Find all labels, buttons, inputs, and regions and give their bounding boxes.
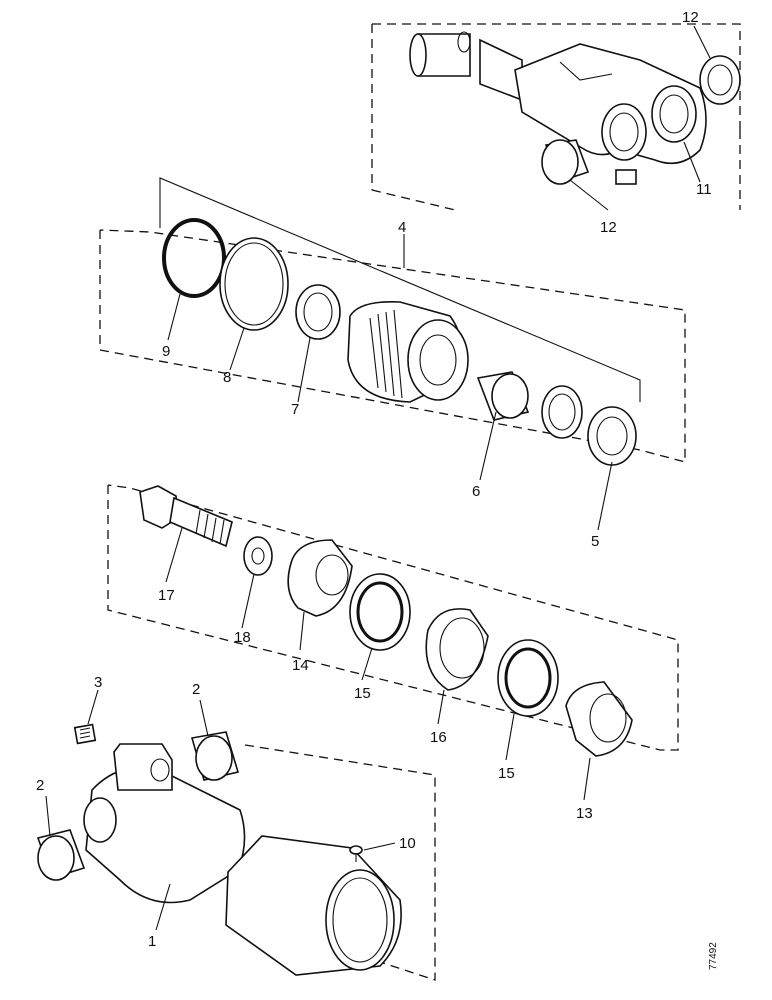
callout-13: 13 <box>576 805 593 822</box>
grub-screw-3 <box>73 723 97 745</box>
bracket-group-4 <box>159 177 641 402</box>
callout-15-right: 15 <box>498 765 515 782</box>
callout-14: 14 <box>292 657 309 674</box>
callout-3: 3 <box>94 674 102 691</box>
callout-17: 17 <box>158 587 175 604</box>
seal-7 <box>295 284 341 340</box>
wiper-ring <box>541 385 583 439</box>
callout-2-right: 2 <box>192 681 200 698</box>
bolt-17 <box>139 485 233 548</box>
cylinder-group-boundary <box>244 744 436 981</box>
bush-6 <box>476 371 530 421</box>
callout-9: 9 <box>162 343 170 360</box>
callout-18: 18 <box>234 629 251 646</box>
seal-5 <box>587 406 637 466</box>
callout-2-left: 2 <box>36 777 44 794</box>
callout-11: 11 <box>696 181 712 198</box>
bleed-screw-10 <box>349 845 363 862</box>
gland-body <box>347 300 469 403</box>
piston-group-boundary <box>107 484 679 751</box>
callout-7: 7 <box>291 401 299 418</box>
callout-12-bottom: 12 <box>600 219 617 236</box>
cylinder-body-1 <box>83 743 402 976</box>
piston-nut-13 <box>565 681 633 757</box>
drawing-reference-number: 77492 <box>708 942 719 970</box>
piston-14 <box>287 539 353 617</box>
callout-4: 4 <box>398 219 406 236</box>
washer-18 <box>243 536 273 576</box>
rod-stub <box>409 31 523 102</box>
group-rod-end <box>371 23 741 211</box>
callout-6: 6 <box>472 483 480 500</box>
bush-2-right <box>190 731 240 781</box>
gland-group-boundary <box>99 229 686 463</box>
callout-1: 1 <box>148 933 156 950</box>
leader-lines <box>45 25 711 931</box>
callout-15-left: 15 <box>354 685 371 702</box>
bush-12-bottom <box>541 139 590 185</box>
seal-15-right <box>497 639 559 717</box>
backup-ring-8 <box>219 237 289 331</box>
callout-8: 8 <box>223 369 231 386</box>
callout-5: 5 <box>591 533 599 550</box>
callout-12-top: 12 <box>682 9 699 26</box>
bush-12-top <box>699 55 741 105</box>
wear-ring-16 <box>425 608 489 691</box>
seal-15-left <box>349 573 411 651</box>
o-ring-9 <box>162 218 226 298</box>
callout-16: 16 <box>430 729 447 746</box>
rod-group-boundary <box>372 23 741 130</box>
callout-10: 10 <box>399 835 416 852</box>
bush-2-left <box>36 829 86 881</box>
rod-eye-11 <box>514 43 707 185</box>
